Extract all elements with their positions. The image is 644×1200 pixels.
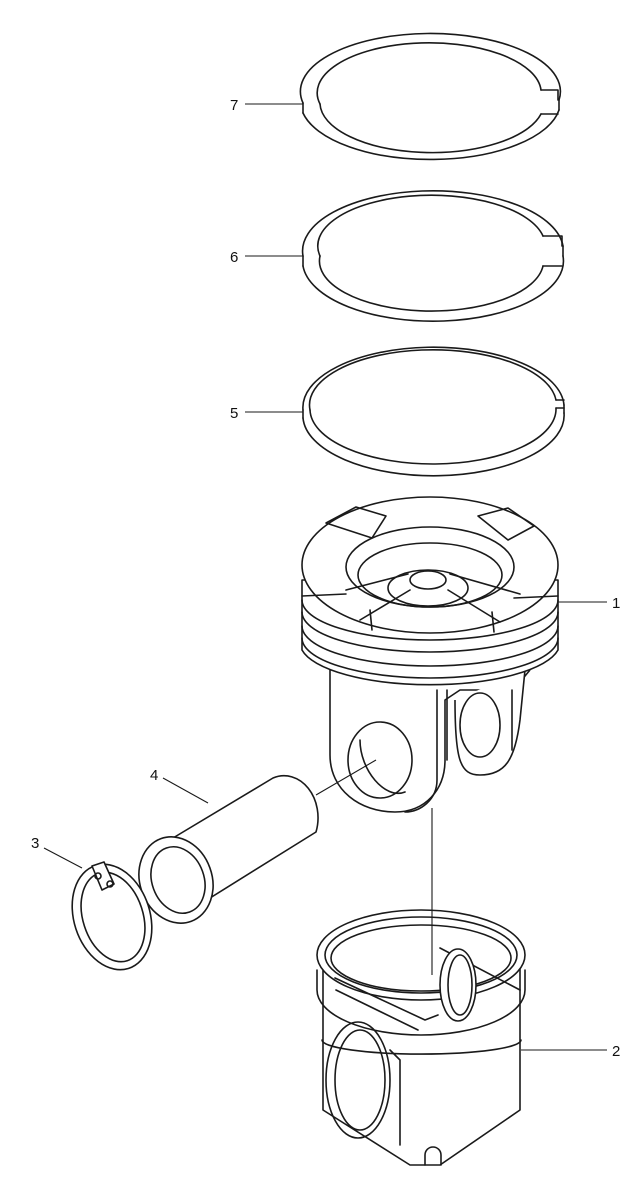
part-6-ring bbox=[245, 189, 565, 323]
callout-7: 7 bbox=[230, 97, 238, 114]
part-3-circlip bbox=[43, 847, 153, 971]
part-1-piston-crown bbox=[301, 496, 607, 813]
callout-6: 6 bbox=[230, 249, 238, 266]
callout-3: 3 bbox=[31, 835, 39, 852]
part-5-ring bbox=[245, 346, 565, 477]
callout-4: 4 bbox=[150, 767, 158, 784]
callout-2: 2 bbox=[612, 1043, 620, 1060]
callout-5: 5 bbox=[230, 405, 238, 422]
part-7-ring bbox=[245, 32, 562, 161]
callout-1: 1 bbox=[612, 595, 620, 612]
part-2-piston-skirt bbox=[316, 909, 607, 1166]
part-4-piston-pin bbox=[138, 759, 377, 924]
